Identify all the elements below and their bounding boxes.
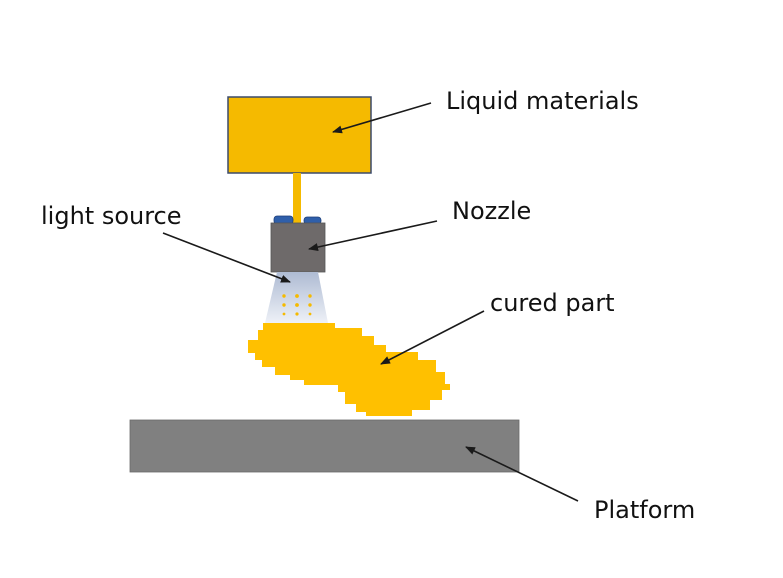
liquid-material-reservoir	[227, 96, 372, 174]
arrow-platform	[465, 446, 579, 502]
arrow-cured-part	[380, 310, 485, 365]
label-platform: Platform	[594, 496, 695, 524]
label-cured-part: cured part	[490, 289, 615, 317]
cured-part	[248, 323, 450, 416]
label-light-source: light source	[41, 202, 182, 230]
platform	[129, 419, 520, 473]
feed-tube	[293, 173, 301, 223]
label-liquid-materials: Liquid materials	[446, 87, 639, 115]
arrow-light-source	[162, 232, 291, 283]
label-nozzle: Nozzle	[452, 197, 531, 225]
droplets	[282, 294, 312, 316]
arrow-nozzle	[308, 220, 438, 251]
arrow-liquid-materials	[332, 102, 432, 134]
